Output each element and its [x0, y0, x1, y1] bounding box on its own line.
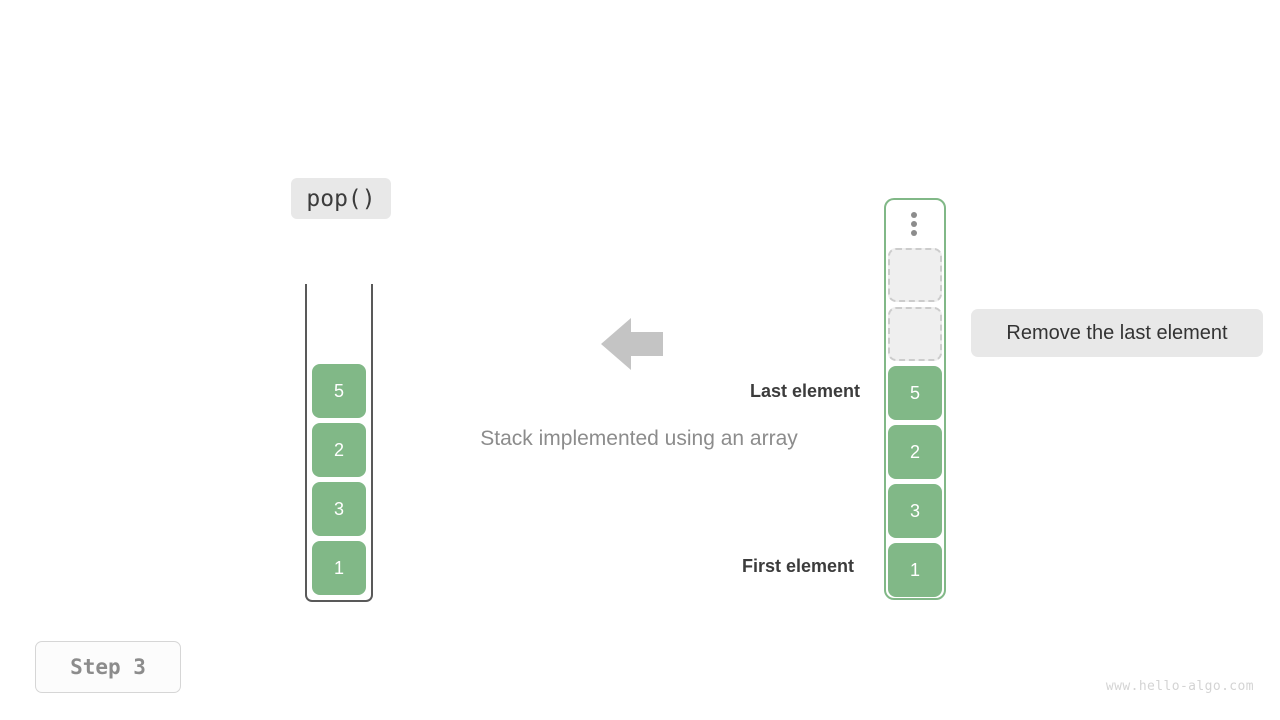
array-cell-empty	[888, 307, 942, 361]
stack-cell-list: 5 2 3 1	[312, 364, 366, 595]
array-container	[884, 198, 946, 600]
stack-cell: 5	[312, 364, 366, 418]
watermark: www.hello-algo.com	[1105, 679, 1254, 694]
diagram-caption: Stack implemented using an array	[0, 427, 1280, 451]
note-remove-last-element: Remove the last element	[971, 309, 1263, 357]
stack-cell: 1	[312, 541, 366, 595]
dot	[911, 221, 917, 227]
array-cell: 3	[888, 484, 942, 538]
dot	[911, 230, 917, 236]
stack-cell: 2	[312, 423, 366, 477]
diagram-caption-text: Stack implemented using an array	[480, 427, 798, 450]
array-cell: 5	[888, 366, 942, 420]
stack-container	[305, 284, 373, 602]
operation-label: pop()	[291, 178, 391, 219]
annotation-last-element: Last element	[749, 381, 860, 401]
dot	[911, 212, 917, 218]
array-cell: 1	[888, 543, 942, 597]
array-cell-empty	[888, 248, 942, 302]
step-badge: Step 3	[35, 641, 181, 693]
array-cell: 2	[888, 425, 942, 479]
annotation-first-element: First element	[741, 556, 854, 576]
array-cell-list: 5 2 3 1	[888, 248, 942, 597]
arrow-left-icon	[601, 318, 663, 370]
vertical-ellipsis-icon	[910, 212, 918, 236]
stack-cell: 3	[312, 482, 366, 536]
